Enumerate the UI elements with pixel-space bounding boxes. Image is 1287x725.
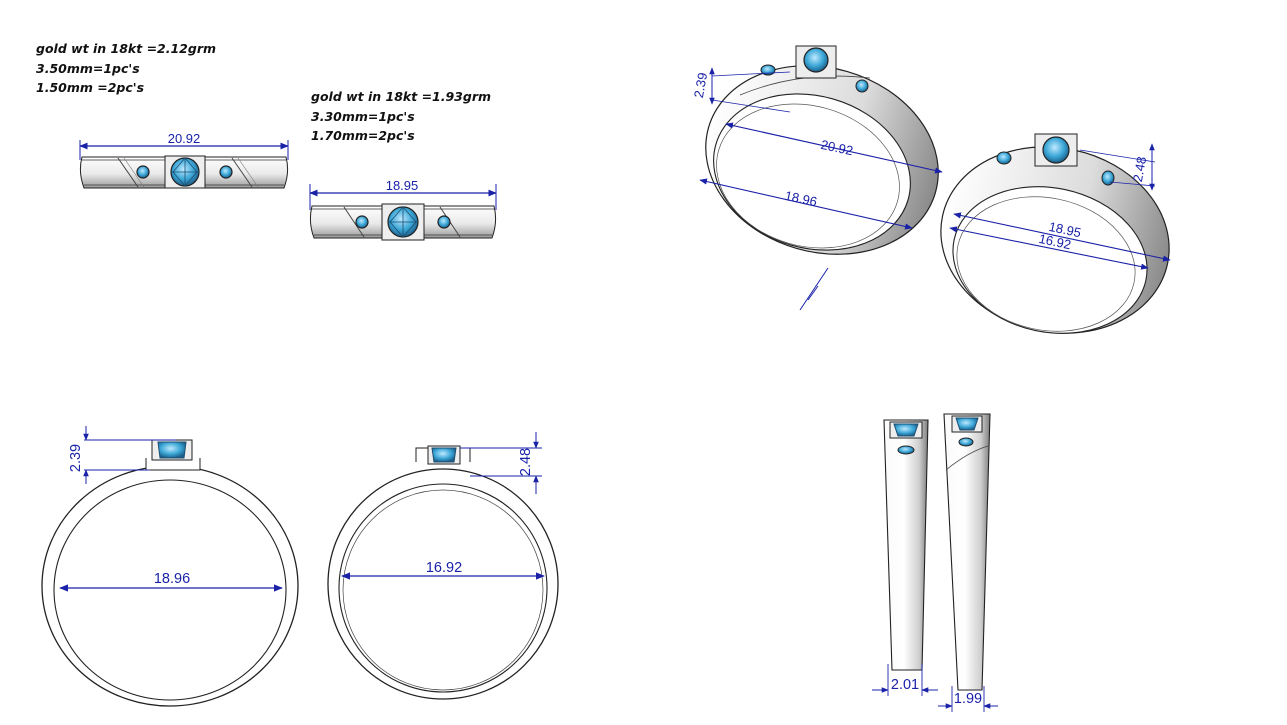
ring1-iso-diameter-label: 18.96 <box>783 188 818 209</box>
ring2-iso-height-label: 2.48 <box>1130 155 1149 183</box>
ring2-center-stone: 3.30mm=1pc's <box>311 108 415 124</box>
ring1-center-stone: 3.50mm=1pc's <box>36 60 140 76</box>
ring1-front-view: 18.96 2.39 <box>41 426 299 707</box>
ring2-isometric-view: 18.95 16.92 2.48 <box>940 133 1171 334</box>
ring1-top-view: 20.92 <box>79 131 289 189</box>
ring2-iso-diameter-label: 16.92 <box>1037 231 1072 252</box>
ring2-top-width-label: 18.95 <box>386 178 419 193</box>
ring2-height-label: 2.48 <box>518 448 534 476</box>
ring1-isometric-view: 20.92 18.96 2.39 <box>691 45 943 311</box>
ring2-bottom-width-label: 1.99 <box>954 691 982 707</box>
ring1-gold-weight: gold wt in 18kt =2.12grm <box>36 41 217 56</box>
ring1-inner-diameter-label: 18.96 <box>154 571 190 587</box>
ring1-top-width-label: 20.92 <box>168 131 201 146</box>
ring1-side-stones: 1.50mm =2pc's <box>36 80 145 95</box>
ring2-spec: gold wt in 18kt =1.93grm 3.30mm=1pc's 1.… <box>311 87 491 146</box>
ring1-height-label: 2.39 <box>68 444 84 472</box>
ring2-side-stones: 1.70mm=2pc's <box>311 128 415 143</box>
ring2-inner-diameter-label: 16.92 <box>426 560 462 576</box>
ring1-bottom-width-label: 2.01 <box>891 677 919 693</box>
ring1-iso-width-label: 20.92 <box>819 137 854 158</box>
ring2-side-view: 1.99 <box>938 413 998 712</box>
ring2-top-view: 18.95 <box>309 178 497 241</box>
ring1-spec: gold wt in 18kt =2.12grm 3.50mm=1pc's 1.… <box>36 39 216 98</box>
ring2-gold-weight: gold wt in 18kt =1.93grm <box>311 89 492 104</box>
ring2-front-view: 16.92 2.48 <box>327 432 559 700</box>
ring1-iso-height-label: 2.39 <box>691 71 710 99</box>
ring1-side-view: 2.01 <box>872 419 938 696</box>
